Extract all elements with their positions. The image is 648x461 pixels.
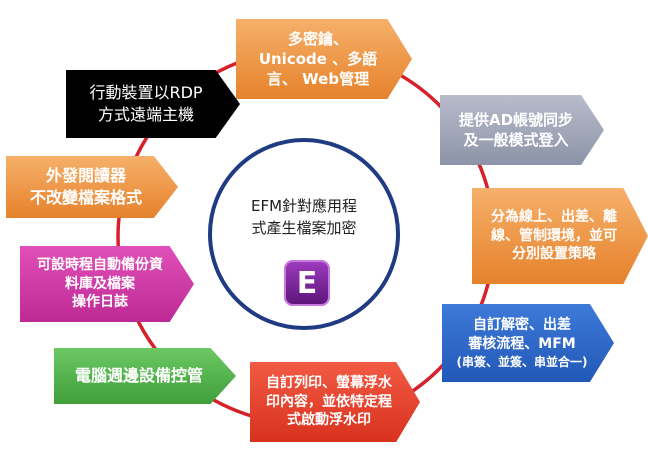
feature-watermark: 自訂列印、螢幕浮水 印內容，並依特定程 式啟動浮水印 [250, 362, 420, 442]
feature-text-line: 操作日誌 [72, 294, 128, 311]
feature-text-line: 印內容，並依特定程 [266, 393, 392, 410]
feature-text-line: 電腦週邊設備控管 [74, 366, 203, 386]
feature-text-line: 料庫及檔案 [65, 275, 135, 292]
feature-mobile-rdp: 行動裝置以RDP 方式遠端主機 [66, 70, 240, 138]
feature-text-line: 審核流程、MFM [468, 335, 576, 352]
feature-text-line: 多密鑰、 [287, 29, 348, 48]
feature-text-line: 分為線上、出差、離 [491, 208, 617, 225]
efm-logo-glyph: E [296, 265, 318, 301]
feature-text-line: 外發閱讀器 [45, 166, 126, 186]
feature-scheduled-backup: 可設時程自動備份資 料庫及檔案 操作日誌 [20, 246, 194, 322]
feature-external-reader: 外發閱讀器 不改變檔案格式 [6, 156, 178, 218]
feature-text-line: 線、管制環境，並可 [491, 227, 617, 244]
feature-online-offline-policy: 分為線上、出差、離 線、管制環境，並可 分別設置策略 [472, 188, 648, 284]
feature-text-line: (串簽、並簽、串並合一) [456, 354, 588, 369]
feature-text-line: 及一般模式登入 [463, 131, 569, 149]
feature-text-line: 行動裝置以RDP [89, 83, 203, 103]
feature-text-line: 式啟動浮水印 [287, 412, 371, 429]
feature-peripheral-control: 電腦週邊設備控管 [54, 348, 236, 404]
feature-text-line: 可設時程自動備份資 [37, 256, 163, 273]
feature-text-line: 不改變檔案格式 [29, 188, 142, 207]
feature-text-line: 言、 Web管理 [266, 70, 370, 89]
center-title-line: EFM針對應用程 [250, 197, 358, 215]
center-title-line: 式產生檔案加密 [251, 218, 357, 237]
efm-logo-icon: E [284, 260, 330, 306]
feature-text-line: Unicode 、多語 [258, 49, 378, 68]
feature-ad-sync: 提供AD帳號同步 及一般模式登入 [440, 95, 604, 165]
center-title: EFM針對應用程 式產生檔案加密 [212, 196, 396, 240]
feature-text-line: 提供AD帳號同步 [458, 110, 574, 129]
feature-text-line: 方式遠端主機 [97, 105, 194, 124]
feature-text-line: 自訂解密、出差 [472, 317, 571, 334]
feature-multikey-unicode-web: 多密鑰、 Unicode 、多語 言、 Web管理 [236, 19, 412, 99]
feature-approval-flow: 自訂解密、出差 審核流程、MFM (串簽、並簽、串並合一) [442, 304, 614, 382]
feature-text-line: 自訂列印、螢幕浮水 [266, 374, 392, 391]
feature-text-line: 分別設置策略 [512, 246, 596, 263]
center-hub: EFM針對應用程 式產生檔案加密 E [208, 138, 400, 330]
